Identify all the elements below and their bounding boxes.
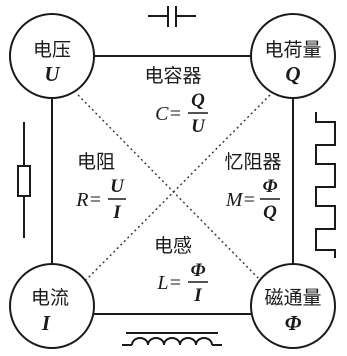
inductance-lhs: L= <box>156 272 182 294</box>
inductance-label: 电感 <box>154 235 192 257</box>
node-flux-label: 磁通量 <box>264 287 321 309</box>
resistor-icon <box>17 122 31 238</box>
inductor-coil-icon <box>122 332 222 346</box>
resistance-lhs: R= <box>75 189 102 211</box>
memristance-denominator: Q <box>263 202 277 223</box>
memristance-lhs: M= <box>225 189 256 211</box>
node-charge: 电荷量 Q <box>250 13 336 99</box>
memristance-numerator: Φ <box>263 176 278 197</box>
node-flux-symbol: Φ <box>285 311 302 335</box>
diagonal-charge-current <box>77 94 271 289</box>
resistance-numerator: U <box>110 176 125 197</box>
relation-resistance: 电阻 R= U I <box>75 151 126 223</box>
node-voltage-label: 电压 <box>33 39 71 61</box>
capacitor-icon <box>148 6 196 27</box>
node-flux: 磁通量 Φ <box>250 263 336 349</box>
inductance-denominator: I <box>193 285 202 306</box>
memristance-label: 忆阻器 <box>224 151 281 173</box>
node-current: 电流 I <box>9 263 95 349</box>
memristor-zigzag-icon <box>315 112 336 258</box>
node-voltage: 电压 U <box>9 13 95 99</box>
node-current-label: 电流 <box>31 287 69 309</box>
resistance-denominator: I <box>112 202 121 223</box>
capacitance-label: 电容器 <box>144 65 201 87</box>
node-charge-symbol: Q <box>285 62 300 86</box>
relation-capacitance: 电容器 C= Q U <box>144 65 208 137</box>
resistance-label: 电阻 <box>77 151 115 173</box>
node-voltage-symbol: U <box>44 62 61 86</box>
capacitance-denominator: U <box>191 116 206 137</box>
diagonal-voltage-flux <box>77 94 269 289</box>
node-current-symbol: I <box>41 311 51 335</box>
inductance-numerator: Φ <box>191 260 206 281</box>
capacitance-numerator: Q <box>191 90 205 111</box>
relation-inductance: 电感 L= Φ I <box>154 235 208 306</box>
relation-memristance: 忆阻器 M= Φ Q <box>224 151 281 223</box>
node-charge-label: 电荷量 <box>264 39 321 61</box>
capacitance-lhs: C= <box>155 103 182 125</box>
